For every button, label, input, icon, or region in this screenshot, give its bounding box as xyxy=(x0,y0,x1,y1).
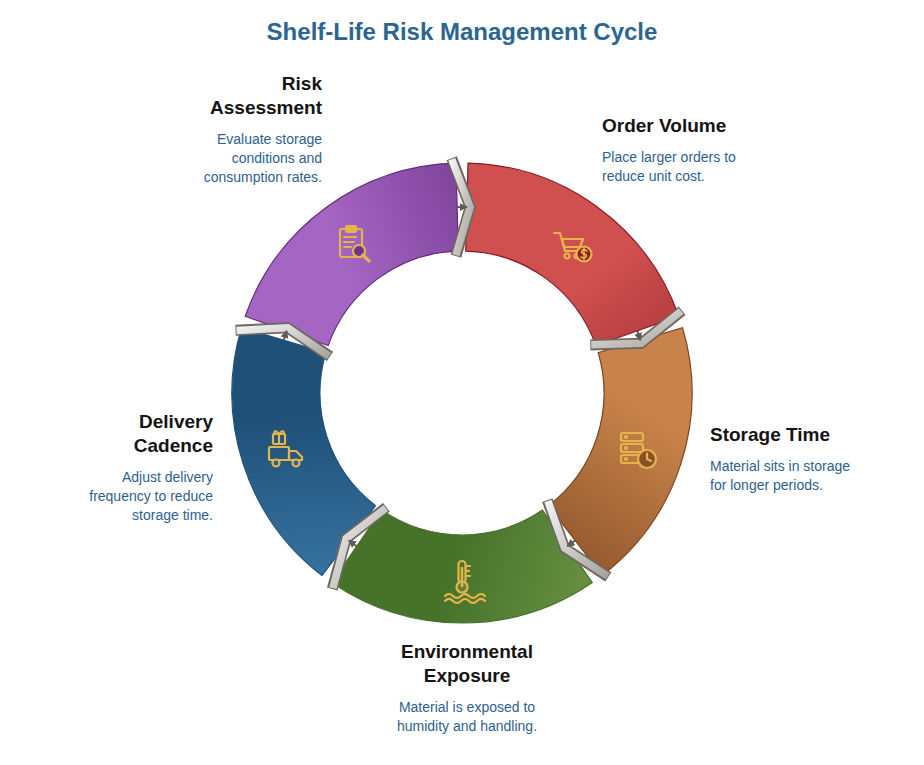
cycle-connector xyxy=(284,331,287,340)
segment-label: Storage TimeMaterial sits in storage for… xyxy=(710,423,910,495)
joint-chevron-outline xyxy=(547,500,608,577)
cycle-segment: Order VolumePlace larger orders to reduc… xyxy=(465,163,679,346)
joint-chevron xyxy=(591,311,681,345)
segment-heading: Risk Assessment xyxy=(192,72,322,120)
cycle-connector xyxy=(349,541,357,547)
storage-clock-icon xyxy=(621,433,656,468)
segment-shape xyxy=(548,327,692,576)
joint-chevron-outline xyxy=(332,507,386,589)
segment-description: Material is exposed to humidity and hand… xyxy=(382,698,552,736)
ring-segment xyxy=(245,163,458,346)
segment-description: Material sits in storage for longer peri… xyxy=(710,457,855,495)
segment-label: Delivery CadenceAdjust delivery frequenc… xyxy=(73,410,213,525)
thermometer-icon xyxy=(445,561,485,603)
cart-icon xyxy=(554,233,592,262)
ring-segment xyxy=(466,163,679,346)
ring-segment xyxy=(548,328,692,576)
joint-chevron xyxy=(548,501,608,576)
cycle-connector xyxy=(567,541,575,547)
segment-label: Order VolumePlace larger orders to reduc… xyxy=(602,114,802,186)
joint-chevron xyxy=(237,328,330,356)
cycle-connector xyxy=(457,206,467,208)
joint-chevron xyxy=(333,508,386,588)
joint-chevron-outline xyxy=(236,328,330,357)
joint-chevron xyxy=(452,159,470,255)
segment-heading: Storage Time xyxy=(710,423,910,447)
joint-chevron-outline xyxy=(590,311,682,345)
cycle-segment: Storage TimeMaterial sits in storage for… xyxy=(548,327,692,576)
segment-shape xyxy=(245,163,459,346)
delivery-truck-icon xyxy=(269,431,302,466)
segment-heading: Delivery Cadence xyxy=(93,410,213,458)
cycle-segment: Risk AssessmentEvaluate storage conditio… xyxy=(245,163,459,346)
joint-chevron-outline xyxy=(452,158,470,256)
diagram-title: Shelf-Life Risk Management Cycle xyxy=(0,17,924,47)
segment-description: Evaluate storage conditions and consumpt… xyxy=(162,130,322,187)
segment-label: Environmental ExposureMaterial is expose… xyxy=(382,640,552,736)
segment-label: Risk AssessmentEvaluate storage conditio… xyxy=(162,72,322,187)
segment-description: Place larger orders to reduce unit cost. xyxy=(602,148,777,186)
segment-heading: Order Volume xyxy=(602,114,802,138)
segment-description: Adjust delivery frequency to reduce stor… xyxy=(73,468,213,525)
cycle-connector xyxy=(637,331,640,340)
segment-shape xyxy=(465,163,679,346)
segment-heading: Environmental Exposure xyxy=(387,640,547,688)
clipboard-icon xyxy=(340,226,369,261)
